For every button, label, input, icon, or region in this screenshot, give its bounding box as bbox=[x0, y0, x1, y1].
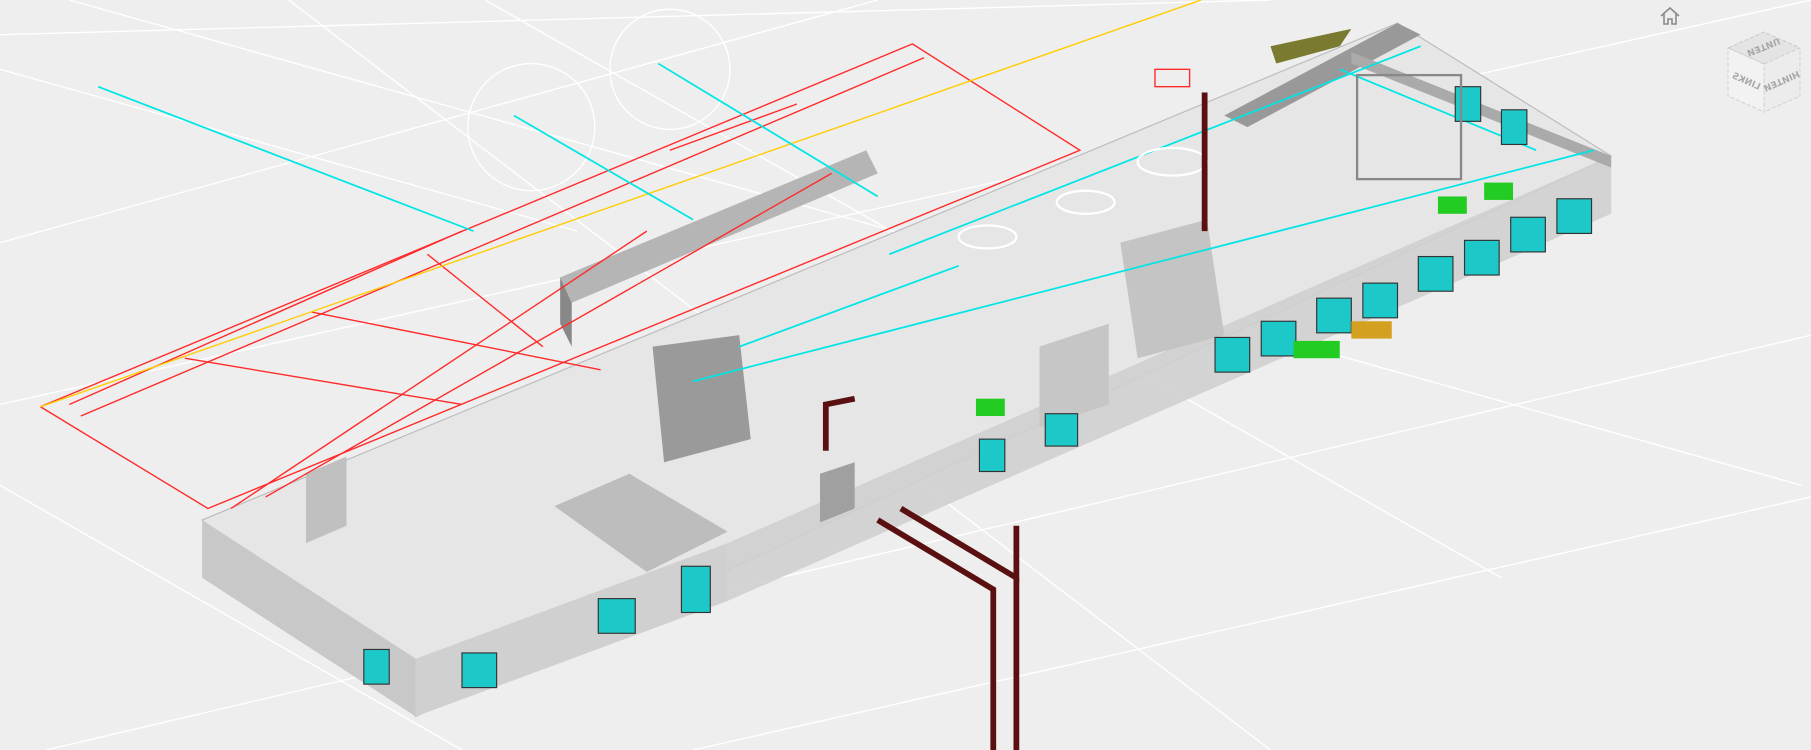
home-icon bbox=[1660, 6, 1680, 25]
electrical-lines bbox=[40, 43, 1191, 510]
viewcube[interactable]: UNTEN LINKS HINTEN bbox=[1720, 28, 1808, 116]
building-walls bbox=[201, 22, 1613, 718]
pipes bbox=[822, 92, 1208, 750]
viewcube-right-face[interactable] bbox=[1763, 47, 1801, 113]
windows bbox=[363, 86, 1593, 689]
equipment bbox=[957, 28, 1514, 417]
yellow-line bbox=[40, 0, 1202, 408]
home-button[interactable] bbox=[1658, 5, 1682, 27]
